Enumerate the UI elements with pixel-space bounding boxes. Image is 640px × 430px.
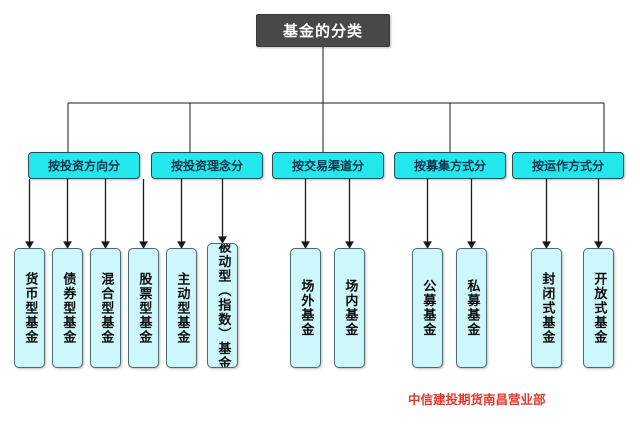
leaf-node[interactable]: 封闭式基金: [531, 248, 562, 368]
leaf-label: 封闭式基金: [539, 271, 555, 345]
leaf-node[interactable]: 场内基金: [334, 248, 365, 368]
leaf-node[interactable]: 公募基金: [412, 248, 443, 368]
leaf-label: 股票型基金: [136, 271, 152, 345]
category-node-by-operation-method[interactable]: 按运作方式分: [512, 152, 624, 179]
leaf-label: 开放式基金: [591, 271, 607, 345]
root-node-fund-classification[interactable]: 基金的分类: [256, 14, 390, 47]
leaf-node[interactable]: 场外基金: [290, 248, 321, 368]
leaf-node[interactable]: 股票型基金: [128, 248, 159, 368]
leaf-label: 主动型基金: [174, 271, 190, 345]
leaf-label: 货币型基金: [22, 271, 38, 345]
leaf-node[interactable]: 混合型基金: [90, 248, 121, 368]
leaf-label: 私募基金: [464, 279, 480, 337]
category-node-by-trading-channel[interactable]: 按交易渠道分: [272, 152, 384, 179]
leaf-label: 公募基金: [420, 279, 436, 337]
leaf-node[interactable]: 主动型基金: [166, 248, 197, 368]
category-node-by-raising-method[interactable]: 按募集方式分: [394, 152, 506, 179]
category-node-by-investment-philosophy[interactable]: 按投资理念分: [151, 152, 263, 179]
leaf-label: 被动型（指数）基金: [215, 243, 231, 368]
leaf-node[interactable]: 货币型基金: [14, 248, 45, 368]
leaf-label: 场内基金: [342, 279, 358, 337]
leaf-label: 场外基金: [298, 279, 314, 337]
watermark-branch-name: 中信建投期货南昌营业部: [408, 392, 546, 407]
leaf-node[interactable]: 开放式基金: [583, 248, 614, 368]
category-node-by-investment-direction[interactable]: 按投资方向分: [28, 152, 140, 179]
leaf-node[interactable]: 私募基金: [456, 248, 487, 368]
leaf-node[interactable]: 债券型基金: [52, 248, 83, 368]
leaf-label: 混合型基金: [98, 271, 114, 345]
leaf-node[interactable]: 被动型（指数）基金: [207, 243, 238, 368]
leaf-label: 债券型基金: [60, 271, 76, 345]
